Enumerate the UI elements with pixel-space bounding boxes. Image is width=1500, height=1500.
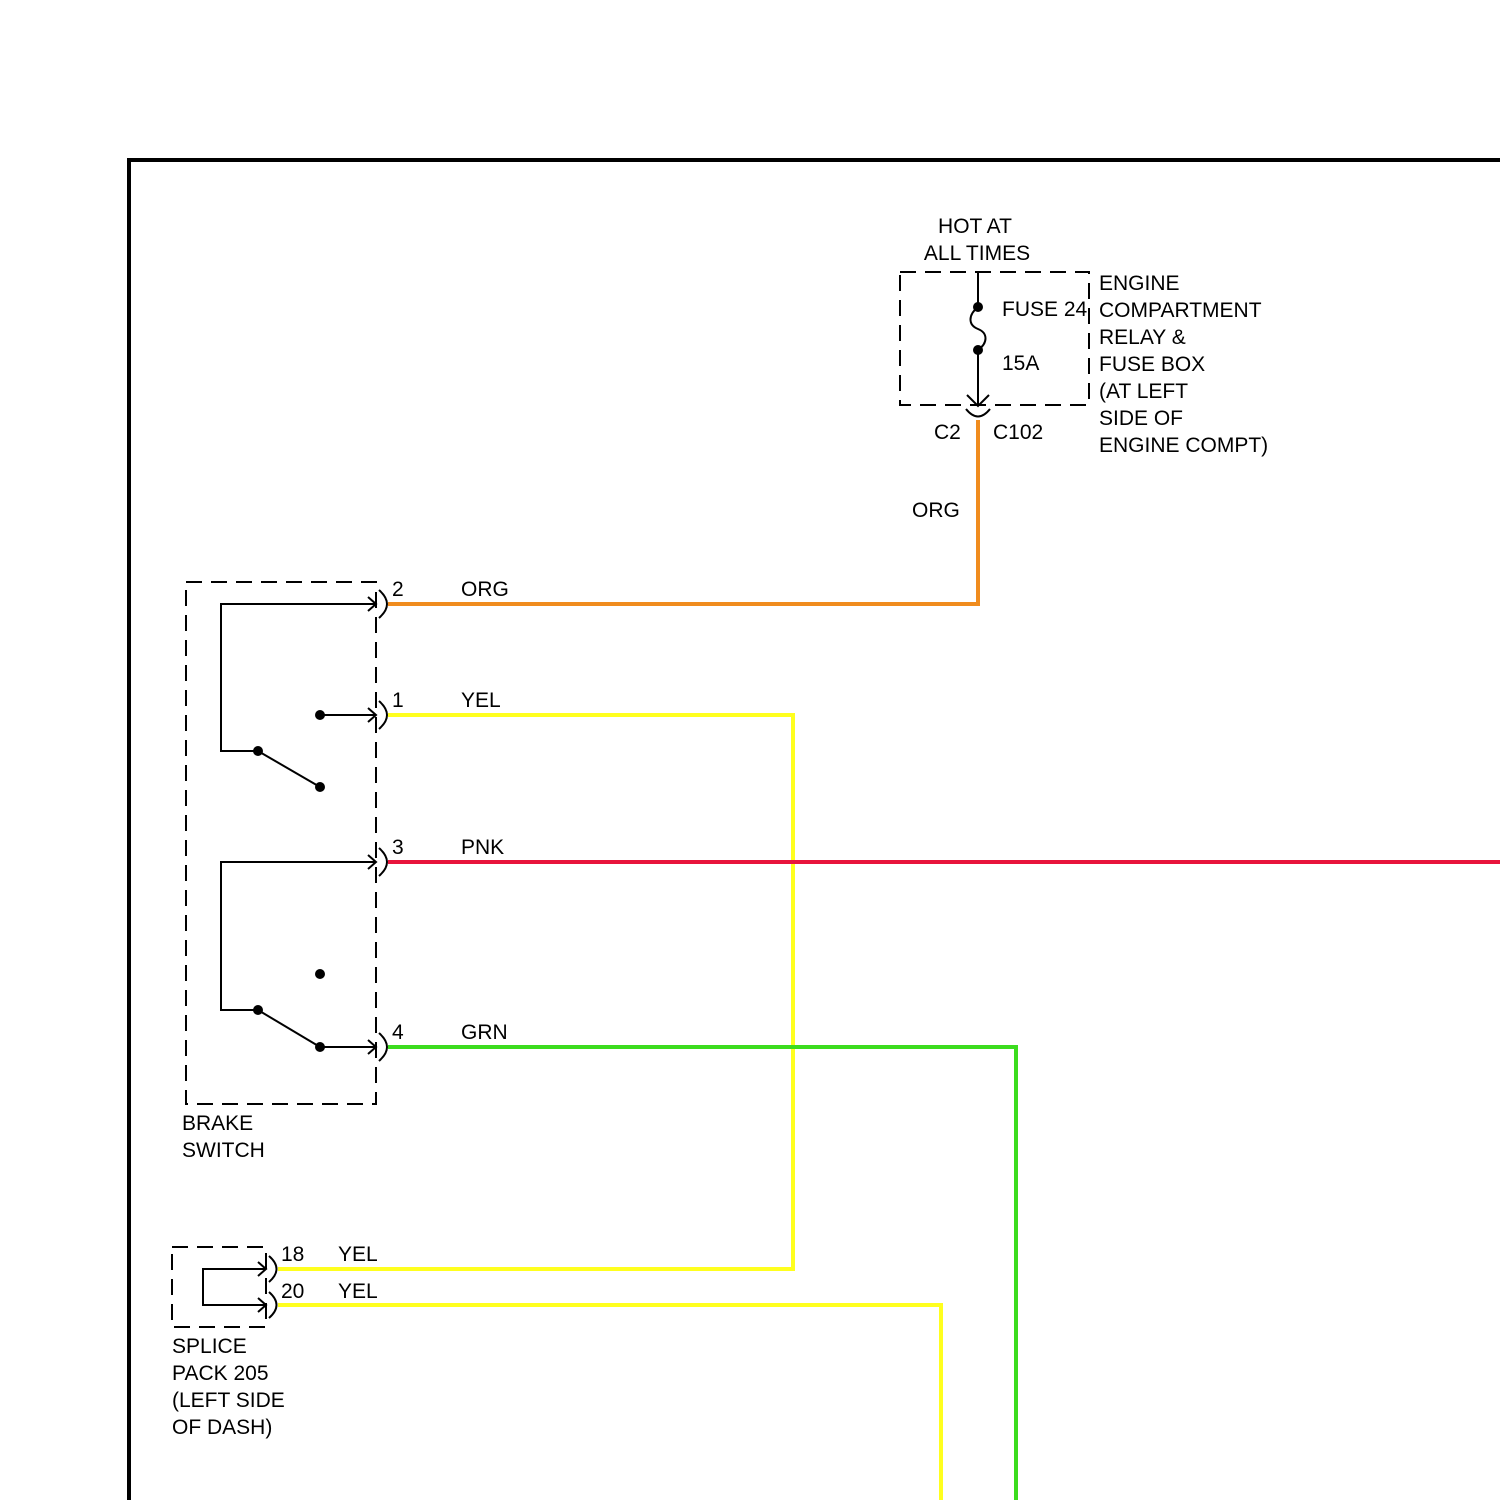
connector-icon (269, 1256, 277, 1282)
splice-pack-label: (LEFT SIDE (172, 1389, 285, 1412)
all-times-label: ALL TIMES (924, 242, 1030, 265)
fuse-box-label-line: COMPARTMENT (1099, 299, 1262, 322)
fuse-box-label-line: FUSE BOX (1099, 353, 1205, 376)
wire-color-label: PNK (461, 836, 504, 859)
pin-number: 3 (392, 836, 404, 859)
splice-pack: 18 YEL 20 YEL SPLICE PACK 205 (LEFT SIDE… (172, 1243, 378, 1439)
splice-pack-outline (172, 1247, 266, 1327)
switch-contact (315, 969, 325, 979)
connector-icon (379, 1033, 387, 1061)
wire-color-label: YEL (338, 1280, 378, 1303)
connector-icon (379, 590, 387, 618)
brake-switch: 2 ORG 1 YEL 3 PNK 4 GRN BRAKE SWITCH (182, 578, 509, 1162)
fuse-box-outline (900, 272, 1089, 405)
diagram-frame (129, 160, 1500, 1500)
fuse-box-label-line: (AT LEFT (1099, 380, 1188, 403)
hot-at-label: HOT AT (938, 215, 1012, 238)
pin-number: 4 (392, 1021, 404, 1044)
connector-icon (379, 848, 387, 876)
wire-yel-splice20 (278, 1305, 941, 1500)
fuse-name-label: FUSE 24 (1002, 298, 1088, 321)
brake-switch-internal-line (221, 862, 376, 1010)
connector-c2-icon (966, 409, 990, 417)
wire-grn (388, 1047, 1016, 1500)
connector-pin-label: C2 (934, 421, 961, 444)
splice-internal-line (203, 1269, 266, 1305)
wire-color-label: YEL (461, 689, 501, 712)
switch-blade (258, 751, 320, 787)
wire-color-label: ORG (461, 578, 509, 601)
wire-yel-pin1-to-splice18 (278, 715, 793, 1269)
wire-color-label: YEL (338, 1243, 378, 1266)
fuse-rating-label: 15A (1002, 352, 1039, 375)
fuse-box-label-line: ENGINE COMPT) (1099, 434, 1268, 457)
fuse-box-label-line: SIDE OF (1099, 407, 1183, 430)
fuse-box-label-line: ENGINE (1099, 272, 1180, 295)
brake-switch-label: BRAKE (182, 1112, 253, 1135)
switch-blade (258, 1010, 320, 1047)
brake-switch-label: SWITCH (182, 1139, 265, 1162)
fuse-24-symbol (971, 307, 986, 350)
pin-number: 18 (281, 1243, 304, 1266)
splice-pack-label: OF DASH) (172, 1416, 272, 1439)
connector-icon (269, 1292, 277, 1318)
connector-icon (379, 701, 387, 729)
brake-switch-outline (186, 582, 376, 1104)
splice-pack-label: PACK 205 (172, 1362, 269, 1385)
org-wire-label: ORG (912, 499, 960, 522)
fuse-box: HOT AT ALL TIMES FUSE 24 15A C2 C102 ENG… (900, 215, 1268, 457)
brake-switch-internal-line (221, 604, 376, 751)
wire-org (388, 420, 978, 604)
switch-contact (315, 782, 325, 792)
splice-pack-label: SPLICE (172, 1335, 247, 1358)
connector-name-label: C102 (993, 421, 1043, 444)
pin-number: 1 (392, 689, 404, 712)
fuse-box-label-line: RELAY & (1099, 326, 1186, 349)
pin-number: 20 (281, 1280, 304, 1303)
pin-number: 2 (392, 578, 404, 601)
wire-color-label: GRN (461, 1021, 508, 1044)
